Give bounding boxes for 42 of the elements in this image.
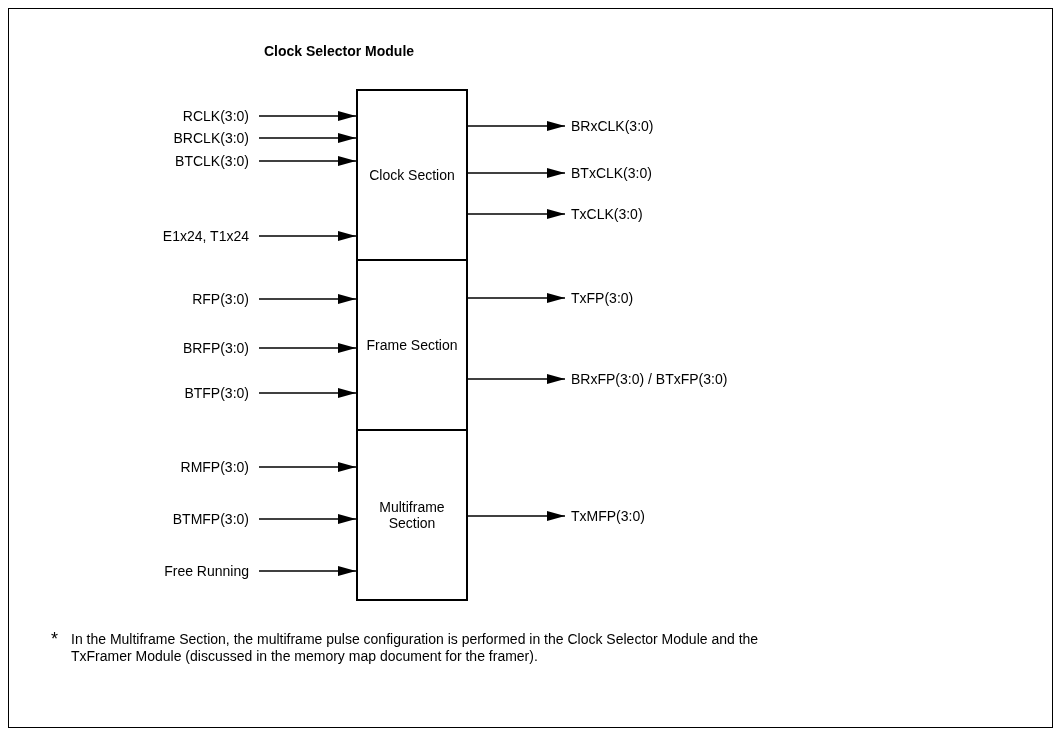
- signal-name: BTCLK(3:0): [175, 151, 249, 171]
- arrow: [467, 168, 566, 178]
- signal-name: BRCLK(3:0): [173, 128, 249, 148]
- arrow: [467, 293, 566, 303]
- arrow: [467, 511, 566, 521]
- signal-name: BRFP(3:0): [182, 338, 249, 358]
- section-box: [356, 259, 468, 431]
- arrow: [258, 514, 357, 524]
- signal-name: TxFP(3:0): [571, 288, 634, 308]
- arrow: [258, 231, 357, 241]
- signal-name: TxMFP(3:0): [571, 506, 645, 526]
- arrow: [258, 156, 357, 166]
- signal-name: TxCLK(3:0): [571, 204, 643, 224]
- signal-name: RMFP(3:0): [180, 457, 249, 477]
- module-frame: [8, 8, 1053, 728]
- arrow: [258, 566, 357, 576]
- arrow: [258, 133, 357, 143]
- signal-name: BTxCLK(3:0): [571, 163, 652, 183]
- arrow: [258, 462, 357, 472]
- arrow: [258, 111, 357, 121]
- signal-name: Free Running: [164, 561, 249, 581]
- arrow: [258, 343, 357, 353]
- section-label: Clock Section: [369, 167, 455, 183]
- signal-name: RCLK(3:0): [182, 106, 249, 126]
- signal-name: BRxCLK(3:0): [571, 116, 654, 136]
- signal-name: RFP(3:0): [192, 289, 249, 309]
- arrow: [258, 294, 357, 304]
- footnote-text: In the Multiframe Section, the multiframe pulse configuration is performed in the Clock Selector Module and the TxFramer Module (discussed in the memory map document for the framer).: [71, 631, 760, 665]
- arrow: [258, 388, 357, 398]
- footnote-mark: *: [51, 629, 58, 650]
- arrow: [467, 209, 566, 219]
- section-label: Frame Section: [366, 337, 458, 353]
- signal-name: BTFP(3:0): [184, 383, 249, 403]
- section-box: [356, 429, 468, 601]
- section-box: [356, 89, 468, 261]
- module-title: Clock Selector Module: [262, 43, 416, 59]
- signal-name: BRxFP(3:0) / BTxFP(3:0): [571, 369, 728, 389]
- arrow: [467, 121, 566, 131]
- signal-name: E1x24, T1x24: [162, 226, 249, 246]
- arrow: [467, 374, 566, 384]
- signal-name: BTMFP(3:0): [172, 509, 249, 529]
- section-label: Multiframe Section: [378, 499, 446, 531]
